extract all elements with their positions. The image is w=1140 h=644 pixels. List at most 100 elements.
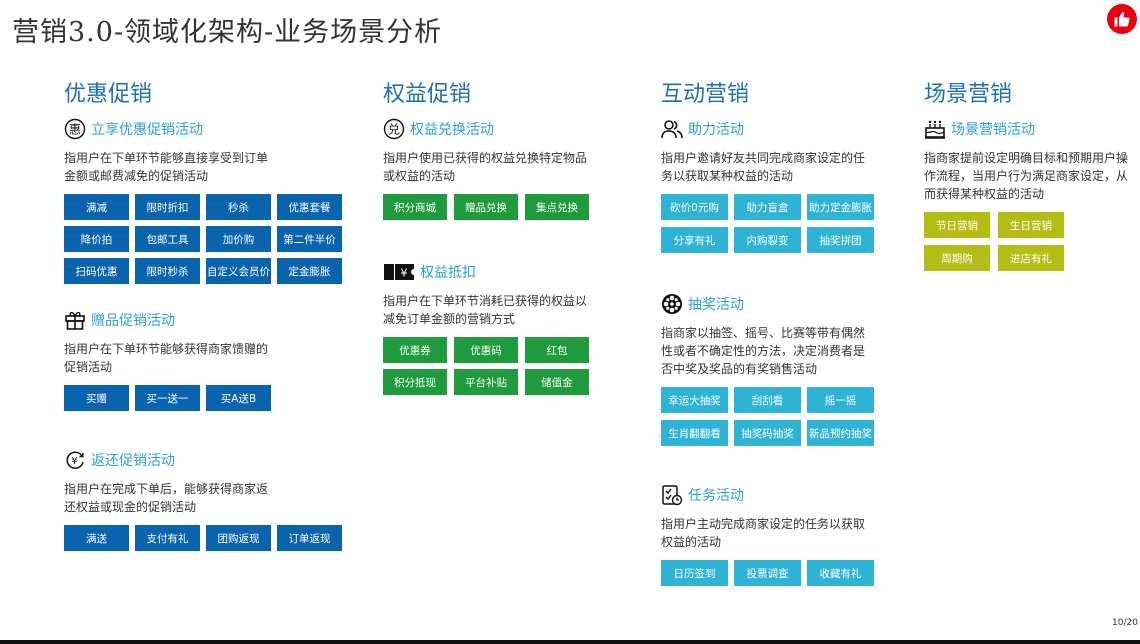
activity-button-buy-one-get-one[interactable]: 买一送一 [135, 385, 200, 411]
svg-text:惠: 惠 [69, 123, 81, 137]
activity-button-timed-flash-sale[interactable]: 限时秒杀 [135, 258, 200, 284]
activity-button-calendar-checkin[interactable]: 日历签到 [661, 560, 728, 586]
page-number: 10/20 [1112, 618, 1138, 628]
activity-button-buy-a-get-b[interactable]: 买A送B [206, 385, 271, 411]
activity-button-coupon-code[interactable]: 优惠码 [454, 337, 518, 363]
section-scene-activity: 场景营销活动 指商家提前设定明确目标和预期用户操作流程，当用户行为满足商家设定，… [924, 117, 1128, 271]
activity-button-price-drop[interactable]: 降价拍 [64, 226, 129, 252]
task-checklist-icon [661, 484, 683, 506]
section-title: 赠品促销活动 [91, 313, 175, 329]
activity-button-stored-value[interactable]: 储值金 [525, 369, 589, 395]
svg-text:¥: ¥ [71, 456, 77, 467]
activity-button-free-shipping[interactable]: 包邮工具 [135, 226, 200, 252]
activity-button-internal-fission[interactable]: 内购裂变 [734, 227, 801, 253]
activity-button-points-mall[interactable]: 积分商城 [383, 194, 447, 220]
section-gift-promotion: 赠品促销活动 指用户在下单环节能够获得商家馈赠的促销活动 买赠 买一送一 买A送… [64, 308, 271, 411]
section-title: 助力活动 [688, 122, 744, 138]
lottery-wheel-icon [661, 293, 683, 315]
activity-button-points-cash[interactable]: 积分抵现 [383, 369, 447, 395]
svg-text:兑: 兑 [388, 123, 400, 137]
section-title: 权益兑换活动 [410, 122, 494, 138]
column-heading: 权益促销 [383, 82, 472, 107]
column-discount-promotion: 优惠促销 惠 立享优惠促销活动 指用户在下单环节能够直接享受到订单金额或邮费减免… [64, 80, 354, 551]
yuan-return-icon: ¥ [64, 449, 86, 471]
column-heading: 优惠促销 [64, 82, 153, 107]
activity-button-share-reward[interactable]: 分享有礼 [661, 227, 728, 253]
bottom-divider [0, 640, 1140, 644]
section-description: 指用户在完成下单后，能够获得商家返还权益或现金的促销活动 [64, 482, 269, 514]
activity-button-order-cashback[interactable]: 订单返现 [277, 525, 342, 551]
column-interactive-marketing: 互动营销 助力活动 指用户邀请好友共同完成商家设定的任务以获取某种权益的活动 砍… [661, 80, 911, 586]
activity-button-festival-marketing[interactable]: 节日营销 [924, 212, 990, 238]
activity-button-full-gift[interactable]: 满送 [64, 525, 129, 551]
section-title: 返还促销活动 [91, 453, 175, 469]
activity-button-deposit-inflation[interactable]: 定金膨胀 [277, 258, 342, 284]
section-title: 抽奖活动 [688, 297, 744, 313]
thumbs-up-icon [1114, 12, 1130, 27]
activity-button-scan-discount[interactable]: 扫码优惠 [64, 258, 129, 284]
section-rights-deduction: ¥ 权益抵扣 指用户在下单环节消耗已获得的权益以减免订单金额的营销方式 优惠券 … [383, 260, 589, 395]
activity-button-scratch-card[interactable]: 刮刮看 [734, 387, 801, 413]
activity-button-shake[interactable]: 摇一摇 [807, 387, 874, 413]
dui-char-icon: 兑 [383, 118, 405, 140]
activity-button-platform-subsidy[interactable]: 平台补贴 [454, 369, 518, 395]
activity-button-lottery-group[interactable]: 抽奖拼团 [807, 227, 874, 253]
section-title: 权益抵扣 [420, 265, 476, 281]
like-badge[interactable] [1107, 4, 1137, 34]
activity-button-limited-discount[interactable]: 限时折扣 [135, 194, 200, 220]
section-assist-activity: 助力活动 指用户邀请好友共同完成商家设定的任务以获取某种权益的活动 砍价0元购 … [661, 117, 874, 253]
section-title: 场景营销活动 [951, 122, 1035, 138]
section-task-activity: 任务活动 指用户主动完成商家设定的任务以获取权益的活动 日历签到 投票调查 收藏… [661, 483, 874, 586]
activity-button-flash-sale[interactable]: 秒杀 [206, 194, 271, 220]
users-icon [661, 118, 683, 140]
section-lottery-activity: 抽奖活动 指商家以抽签、摇号、比赛等带有偶然性或者不确定性的方法，决定消费者是否… [661, 292, 874, 446]
column-heading: 场景营销 [924, 82, 1013, 107]
column-rights-promotion: 权益促销 兑 权益兑换活动 指用户使用已获得的权益兑换特定物品或权益的活动 积分… [383, 80, 643, 395]
section-cashback-promotion: ¥ 返还促销活动 指用户在完成下单后，能够获得商家返还权益或现金的促销活动 满送… [64, 448, 342, 551]
section-description: 指用户在下单环节消耗已获得的权益以减免订单金额的营销方式 [383, 294, 588, 326]
activity-button-full-reduction[interactable]: 满减 [64, 194, 129, 220]
section-description: 指用户在下单环节能够获得商家馈赠的促销活动 [64, 342, 269, 374]
activity-button-bargain-free[interactable]: 砍价0元购 [661, 194, 728, 220]
activity-button-gift-exchange[interactable]: 赠品兑换 [454, 194, 518, 220]
activity-button-bundle[interactable]: 优惠套餐 [277, 194, 342, 220]
column-heading: 互动营销 [661, 82, 750, 107]
section-description: 指商家提前设定明确目标和预期用户操作流程，当用户行为满足商家设定，从而获得某种权… [924, 151, 1129, 201]
activity-button-vote-survey[interactable]: 投票调查 [734, 560, 801, 586]
section-description: 指用户主动完成商家设定的任务以获取权益的活动 [661, 517, 866, 549]
activity-button-code-lottery[interactable]: 抽奖码抽奖 [734, 420, 801, 446]
activity-button-favorite-reward[interactable]: 收藏有礼 [807, 560, 874, 586]
activity-button-lucky-draw[interactable]: 幸运大抽奖 [661, 387, 728, 413]
cake-icon [924, 118, 946, 140]
activity-button-zodiac-flip[interactable]: 生肖翻翻看 [661, 420, 728, 446]
activity-button-custom-member-price[interactable]: 自定义会员价 [206, 258, 271, 284]
activity-button-new-product-lottery[interactable]: 新品预约抽奖 [807, 420, 874, 446]
page-title: 营销3.0-领域化架构-业务场景分析 [12, 17, 443, 48]
activity-button-assist-deposit[interactable]: 助力定金膨胀 [807, 194, 874, 220]
section-description: 指用户使用已获得的权益兑换特定物品或权益的活动 [383, 151, 588, 183]
activity-button-assist-blind-box[interactable]: 助力盲盒 [734, 194, 801, 220]
activity-button-group-cashback[interactable]: 团购返现 [206, 525, 271, 551]
yuan-ticket-icon: ¥ [383, 261, 415, 283]
section-description: 指用户邀请好友共同完成商家设定的任务以获取某种权益的活动 [661, 151, 866, 183]
activity-button-coupon[interactable]: 优惠券 [383, 337, 447, 363]
activity-button-payment-reward[interactable]: 支付有礼 [135, 525, 200, 551]
section-description: 指商家以抽签、摇号、比赛等带有偶然性或者不确定性的方法，决定消费者是否中奖及奖品… [661, 326, 866, 376]
gift-icon [64, 309, 86, 331]
activity-button-periodic-purchase[interactable]: 周期购 [924, 245, 990, 271]
activity-button-store-visit-reward[interactable]: 进店有礼 [998, 245, 1064, 271]
section-description: 指用户在下单环节能够直接享受到订单金额或邮费减免的促销活动 [64, 151, 269, 183]
svg-text:¥: ¥ [401, 267, 408, 280]
section-title: 任务活动 [688, 488, 744, 504]
hui-char-icon: 惠 [64, 118, 86, 140]
activity-button-point-collection[interactable]: 集点兑换 [525, 194, 589, 220]
activity-button-red-packet[interactable]: 红包 [525, 337, 589, 363]
section-title: 立享优惠促销活动 [91, 122, 203, 138]
column-scene-marketing: 场景营销 场景营销活动 指商家提前设定明确目标和预期用户操作流程，当用户行为满足… [924, 80, 1134, 271]
section-rights-exchange: 兑 权益兑换活动 指用户使用已获得的权益兑换特定物品或权益的活动 积分商城 赠品… [383, 117, 589, 220]
activity-button-add-on-buy[interactable]: 加价购 [206, 226, 271, 252]
section-instant-discount: 惠 立享优惠促销活动 指用户在下单环节能够直接享受到订单金额或邮费减免的促销活动… [64, 117, 342, 284]
activity-button-buy-gift[interactable]: 买赠 [64, 385, 129, 411]
activity-button-birthday-marketing[interactable]: 生日营销 [998, 212, 1064, 238]
activity-button-second-half-price[interactable]: 第二件半价 [277, 226, 342, 252]
